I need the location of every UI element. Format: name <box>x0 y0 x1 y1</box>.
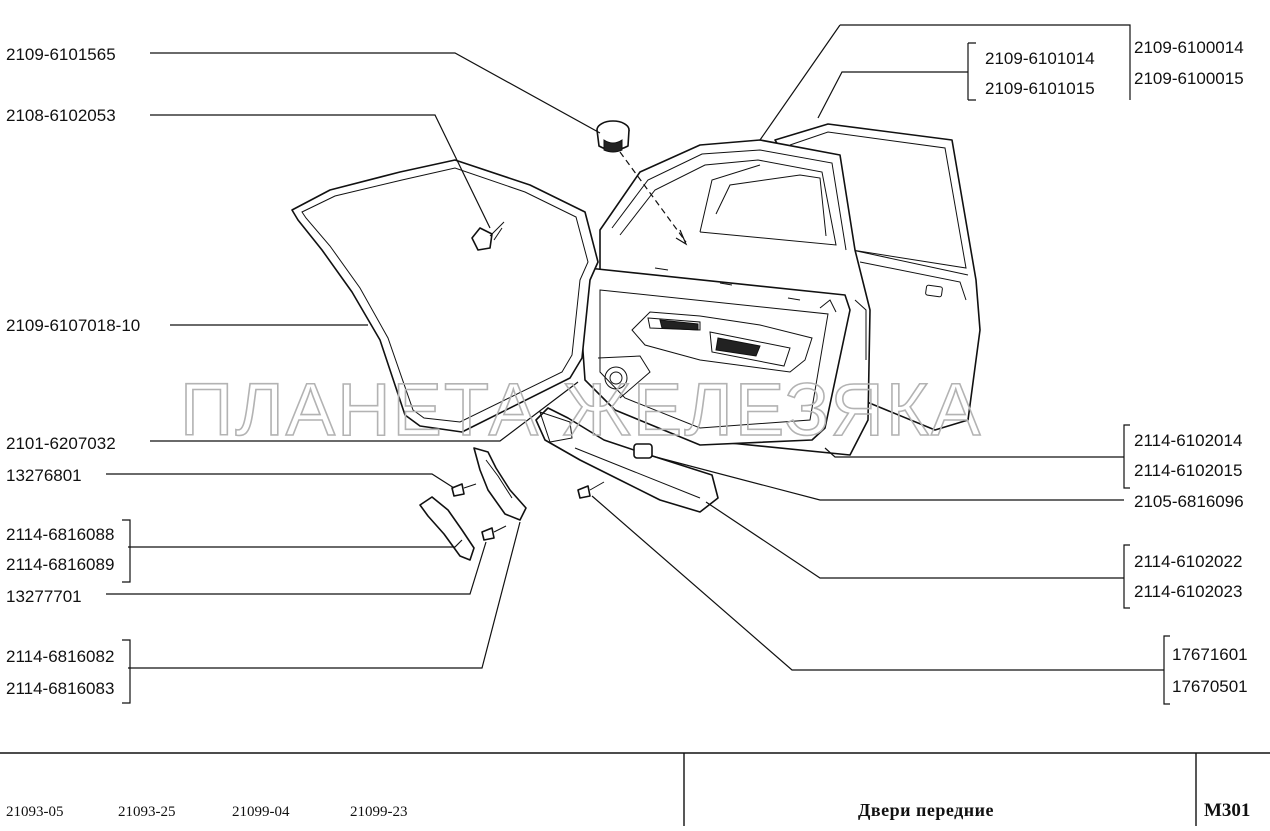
part-label: 2114-6816088 <box>6 525 114 544</box>
trim-clip <box>471 221 505 251</box>
model-code: 21093-25 <box>118 804 176 820</box>
door-seal <box>291 159 599 433</box>
grommet-plug <box>596 120 688 246</box>
armrest <box>535 407 719 513</box>
part-label: 2114-6102022 <box>1134 552 1242 571</box>
model-code: 21099-23 <box>350 804 408 820</box>
labels-left: 2109-6101565 2108-6102053 2109-6107018-1… <box>6 45 140 698</box>
door-trim-panel <box>577 267 851 446</box>
part-label: 2108-6102053 <box>6 106 116 125</box>
part-label: 13276801 <box>6 466 82 485</box>
part-label: 2109-6101015 <box>985 79 1095 98</box>
part-label: 2114-6816083 <box>6 679 114 698</box>
part-label: 17671601 <box>1172 645 1248 664</box>
part-label: 2105-6816096 <box>1134 492 1244 511</box>
part-label: 2109-6101565 <box>6 45 116 64</box>
part-label: 2109-6100014 <box>1134 38 1244 57</box>
part-label: 13277701 <box>6 587 82 606</box>
part-label: 2114-6816082 <box>6 647 114 666</box>
labels-right: 2109-6101014 2109-6101015 2109-6100014 2… <box>985 38 1248 696</box>
part-label: 2114-6102015 <box>1134 461 1242 480</box>
footer: 21093-05 21093-25 21099-04 21099-23 Двер… <box>0 752 1270 826</box>
model-code: 21099-04 <box>232 804 290 820</box>
part-label: 2114-6816089 <box>6 555 114 574</box>
part-label: 17670501 <box>1172 677 1248 696</box>
screws <box>451 481 605 541</box>
part-label: 2109-6107018-10 <box>6 316 140 335</box>
part-label: 2109-6100015 <box>1134 69 1244 88</box>
page-code: M301 <box>1204 800 1250 821</box>
handle-grip <box>419 496 475 561</box>
watermark-text: ПЛАНЕТА ЖЕЛЕЗЯКА <box>180 368 982 451</box>
part-label: 2114-6102023 <box>1134 582 1242 601</box>
handle-bracket <box>473 447 527 521</box>
part-label: 2101-6207032 <box>6 434 116 453</box>
part-label: 2109-6101014 <box>985 49 1095 68</box>
model-code: 21093-05 <box>6 804 64 820</box>
leader-lines <box>106 24 1170 705</box>
diagram-title: Двери передние <box>858 800 994 820</box>
part-label: 2114-6102014 <box>1134 431 1242 450</box>
